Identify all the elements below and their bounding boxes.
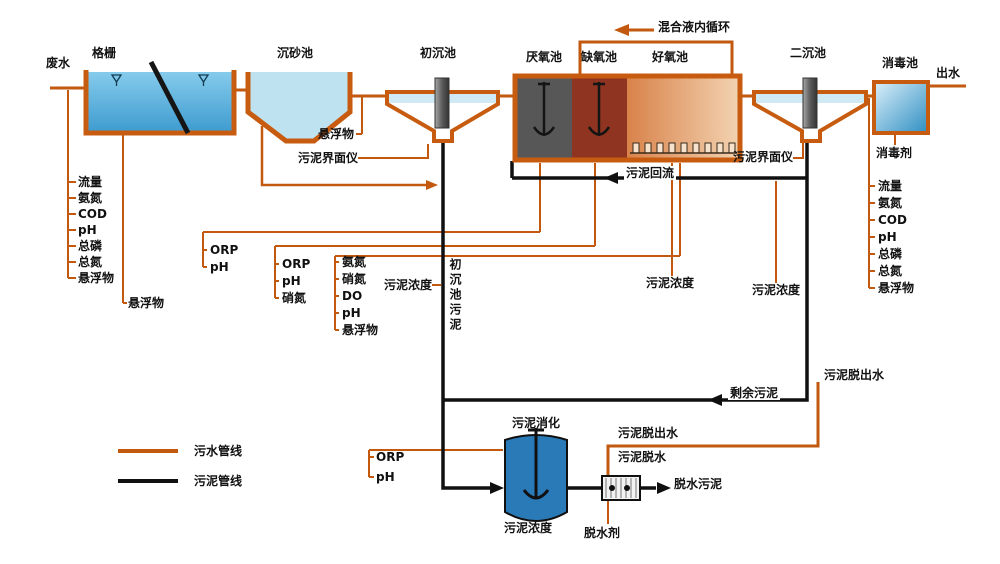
label-secondary-clarifier: 二沉池 <box>790 46 827 60</box>
label-sludge-dewatering: 污泥脱水 <box>618 450 667 464</box>
influent-param-1: 氨氮 <box>78 191 103 205</box>
influent-param-5: 总氮 <box>78 255 103 269</box>
aerobic-param-3: pH <box>342 306 361 320</box>
label-aerobic-tank: 好氧池 <box>652 50 689 64</box>
sewage-arrows <box>426 24 629 190</box>
label-filtrate-right: 污泥脱出水 <box>824 368 885 382</box>
label-filtrate-mid: 污泥脱出水 <box>618 426 679 440</box>
label-dewatering-agent: 脱水剂 <box>584 526 621 540</box>
label-disinfection-tank: 消毒池 <box>882 56 919 70</box>
tank-primary-clarifier <box>385 77 500 143</box>
legend-sludge-label: 污泥管线 <box>194 474 243 488</box>
tank-secondary-clarifier <box>752 77 868 143</box>
label-mlss: 污泥浓度 <box>646 276 695 290</box>
label-anaerobic-tank: 厌氧池 <box>526 50 563 64</box>
label-anoxic-tank: 缺氧池 <box>581 50 618 64</box>
clarifier-drive-icon <box>802 77 818 129</box>
water-level-icon <box>110 74 210 86</box>
digester-param-1: pH <box>376 470 395 484</box>
anoxic-param-1: pH <box>282 274 301 288</box>
tank-bioreactor <box>512 73 743 163</box>
label-digester-conc: 污泥浓度 <box>504 521 553 535</box>
label-dewatered-sludge: 脱水污泥 <box>674 477 723 491</box>
mixer-icon <box>522 428 550 500</box>
label-primary-blanket-meter: 污泥界面仪 <box>298 151 359 165</box>
mixer-icon <box>532 82 611 136</box>
label-screen: 格栅 <box>92 46 117 60</box>
effluent-param-5: 总氮 <box>878 264 903 278</box>
label-screen-ss: 悬浮物 <box>128 296 165 310</box>
influent-param-4: 总磷 <box>78 239 103 253</box>
anaerobic-param-0: ORP <box>210 243 239 257</box>
label-effluent: 出水 <box>936 66 961 80</box>
label-primary-clarifier: 初沉池 <box>420 46 457 60</box>
diffuser-row-icon <box>630 142 737 154</box>
bar-screen-icon <box>148 60 191 135</box>
tank-screen-channel <box>83 60 237 136</box>
label-primary-sludge: 初沉池污泥 <box>448 258 462 333</box>
effluent-param-3: pH <box>878 230 897 244</box>
digester-param-0: ORP <box>376 450 405 464</box>
tank-disinfection <box>872 80 930 135</box>
label-influent: 废水 <box>46 56 71 70</box>
sludge-arrows <box>490 172 722 494</box>
label-primary-sludge-conc: 污泥浓度 <box>384 278 433 292</box>
effluent-param-6: 悬浮物 <box>878 281 915 295</box>
clarifier-drive-icon <box>434 77 450 129</box>
effluent-param-0: 流量 <box>878 179 903 193</box>
aerobic-param-4: 悬浮物 <box>342 323 379 337</box>
label-internal-recycle: 混合液内循环 <box>658 20 731 34</box>
dewatering-press-icon <box>601 475 641 501</box>
tank-grit-chamber <box>245 72 353 144</box>
effluent-param-1: 氨氮 <box>878 196 903 210</box>
effluent-param-2: COD <box>878 213 907 227</box>
influent-param-0: 流量 <box>78 175 103 189</box>
label-digester: 污泥消化 <box>512 416 561 430</box>
anoxic-param-2: 硝氮 <box>282 291 307 305</box>
effluent-param-4: 总磷 <box>878 247 903 261</box>
influent-param-6: 悬浮物 <box>78 271 115 285</box>
anoxic-param-0: ORP <box>282 257 311 271</box>
influent-param-2: COD <box>78 207 107 221</box>
label-grit-chamber: 沉砂池 <box>277 46 314 60</box>
aerobic-param-0: 氨氮 <box>342 255 367 269</box>
tank-digester <box>504 428 568 522</box>
aerobic-param-1: 硝氮 <box>342 272 367 286</box>
instrument-lines <box>67 90 896 524</box>
label-return-sludge-conc: 污泥浓度 <box>752 283 801 297</box>
aerobic-param-2: DO <box>342 289 363 303</box>
label-grit-out-ss: 悬浮物 <box>318 127 355 141</box>
legend-sewage-label: 污水管线 <box>194 444 243 458</box>
label-secondary-blanket-meter: 污泥界面仪 <box>733 150 794 164</box>
influent-param-3: pH <box>78 223 97 237</box>
label-excess-sludge: 剩余污泥 <box>728 386 781 400</box>
label-disinfectant: 消毒剂 <box>876 146 913 160</box>
label-sludge-return: 污泥回流 <box>624 166 677 180</box>
anaerobic-param-1: pH <box>210 260 229 274</box>
